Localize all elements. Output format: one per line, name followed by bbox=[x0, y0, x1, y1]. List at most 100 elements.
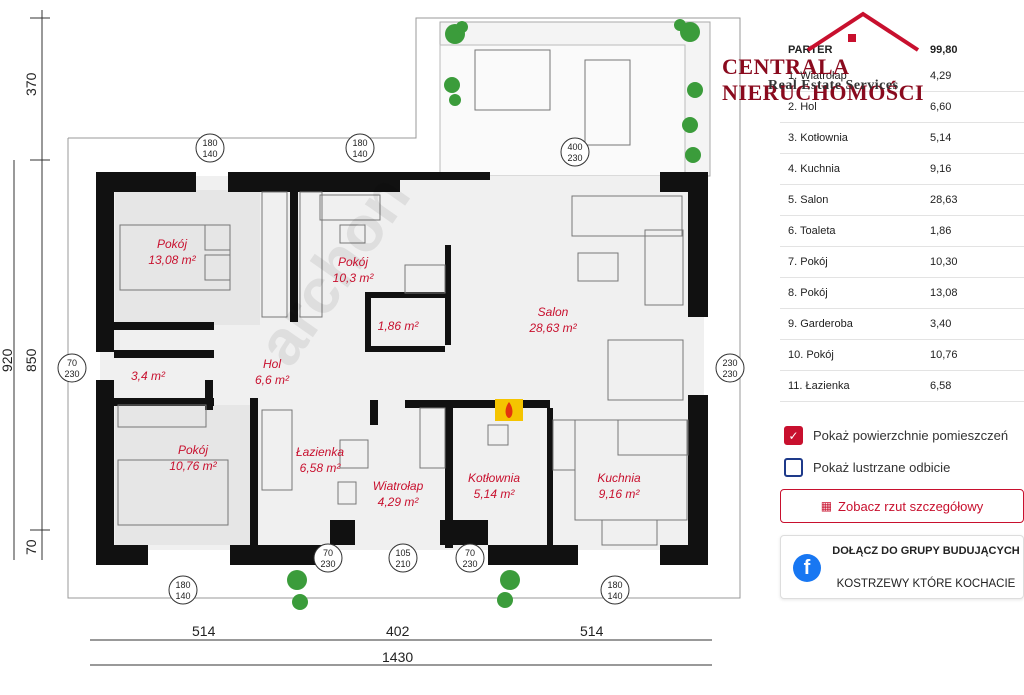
room-name: Kuchnia bbox=[597, 471, 641, 485]
opening-top: 400 bbox=[567, 142, 582, 152]
detail-plan-button[interactable]: ▦ Zobacz rzut szczegółowy bbox=[780, 489, 1024, 523]
room-cell: 1. Wiatrołap bbox=[788, 70, 847, 82]
floor-plan: archon Pokój 13,08 m² Pokój 10,3 m² 1,86… bbox=[0, 10, 745, 666]
facebook-subtitle: KOSTRZEWY KTÓRE KOCHACIE bbox=[836, 578, 1016, 590]
walls bbox=[96, 172, 708, 565]
header-value: 99,80 bbox=[930, 44, 958, 56]
area-cell: 6,58 bbox=[930, 380, 952, 392]
opening-top: 70 bbox=[67, 358, 77, 368]
room-cell: 4. Kuchnia bbox=[788, 163, 840, 175]
opening-bottom: 230 bbox=[320, 559, 335, 569]
house-roof-icon bbox=[806, 11, 920, 52]
area-cell: 10,30 bbox=[930, 256, 958, 268]
room-cell: 7. Pokój bbox=[788, 256, 828, 268]
room-cell: 10. Pokój bbox=[788, 349, 834, 361]
room-name: Pokój bbox=[157, 237, 187, 251]
area-cell: 4,29 bbox=[930, 70, 952, 82]
opening-top: 180 bbox=[607, 580, 622, 590]
checkbox-icon[interactable] bbox=[784, 458, 803, 477]
room-cell: 2. Hol bbox=[788, 101, 817, 113]
logo-subtitle: Real Estate Services bbox=[768, 78, 899, 93]
opening-bottom: 140 bbox=[607, 591, 622, 601]
facebook-title: DOŁĄCZ DO GRUPY BUDUJĄCYCH bbox=[832, 545, 1020, 557]
table-row: 3. Kotłownia 5,14 bbox=[780, 123, 1024, 154]
floorplan-icon: ▦ bbox=[820, 499, 833, 513]
opening-bottom: 140 bbox=[202, 149, 217, 159]
show-area-checkbox[interactable]: ✓ Pokaż powierzchnie pomieszczeń bbox=[784, 426, 1008, 445]
room-cell: 6. Toaleta bbox=[788, 225, 836, 237]
dim-left-top: 370 bbox=[23, 72, 39, 96]
room-name: Łazienka bbox=[296, 445, 344, 459]
opening-top: 70 bbox=[465, 548, 475, 558]
table-row: 4. Kuchnia 9,16 bbox=[780, 154, 1024, 185]
table-row: 8. Pokój 13,08 bbox=[780, 278, 1024, 309]
opening-top: 180 bbox=[202, 138, 217, 148]
room-area: 9,16 m² bbox=[599, 487, 641, 501]
room-area: 3,4 m² bbox=[131, 369, 166, 383]
room-area: 6,58 m² bbox=[300, 461, 342, 475]
logo-brand: CENTRALA NIERUCHOMOŚCI bbox=[722, 54, 925, 105]
checkmark-icon[interactable]: ✓ bbox=[784, 426, 803, 445]
room-name: Pokój bbox=[178, 443, 208, 457]
dim-bottom-514b: 514 bbox=[580, 623, 604, 639]
show-area-label: Pokaż powierzchnie pomieszczeń bbox=[813, 428, 1009, 443]
opening-top: 180 bbox=[175, 580, 190, 590]
room-name: Kotłownia bbox=[468, 471, 520, 485]
room-cell: 11. Łazienka bbox=[788, 380, 850, 392]
room-name: Pokój bbox=[338, 255, 368, 269]
room-area: 13,08 m² bbox=[148, 253, 196, 267]
agency-logo: CENTRALA NIERUCHOMOŚCI Real Estate Servi… bbox=[722, 10, 1024, 105]
room-area: 10,3 m² bbox=[333, 271, 375, 285]
mirror-checkbox[interactable]: Pokaż lustrzane odbicie bbox=[784, 458, 950, 477]
room-cell: 3. Kotłownia bbox=[788, 132, 848, 144]
dim-left-70: 70 bbox=[23, 539, 39, 555]
dim-bottom-514a: 514 bbox=[192, 623, 216, 639]
mirror-label: Pokaż lustrzane odbicie bbox=[813, 460, 951, 475]
table-row: 6. Toaleta 1,86 bbox=[780, 216, 1024, 247]
opening-top: 70 bbox=[323, 548, 333, 558]
opening-bottom: 140 bbox=[175, 591, 190, 601]
opening-top: 180 bbox=[352, 138, 367, 148]
table-row: 11. Łazienka 6,58 bbox=[780, 371, 1024, 402]
opening-top: 230 bbox=[722, 358, 737, 368]
room-area: 5,14 m² bbox=[474, 487, 516, 501]
area-cell: 3,40 bbox=[930, 318, 952, 330]
room-name: Salon bbox=[538, 305, 569, 319]
area-cell: 6,60 bbox=[930, 101, 952, 113]
room-name: Hol bbox=[263, 357, 281, 371]
table-row: 2. Hol 6,60 bbox=[780, 92, 1024, 123]
table-row: 9. Garderoba 3,40 bbox=[780, 309, 1024, 340]
detail-plan-label: Zobacz rzut szczegółowy bbox=[838, 498, 984, 514]
area-cell: 13,08 bbox=[930, 287, 958, 299]
area-cell: 10,76 bbox=[930, 349, 958, 361]
area-cell: 1,86 bbox=[930, 225, 952, 237]
table-row: 1. Wiatrołap 4,29 bbox=[780, 61, 1024, 92]
facebook-icon: f bbox=[793, 554, 821, 582]
table-row: 7. Pokój 10,30 bbox=[780, 247, 1024, 278]
opening-bottom: 230 bbox=[567, 153, 582, 163]
area-cell: 9,16 bbox=[930, 163, 952, 175]
table-row: 5. Salon 28,63 bbox=[780, 185, 1024, 216]
opening-bottom: 230 bbox=[462, 559, 477, 569]
dim-left-920: 920 bbox=[0, 348, 15, 372]
room-area: 10,76 m² bbox=[169, 459, 217, 473]
opening-top: 105 bbox=[395, 548, 410, 558]
opening-bottom: 230 bbox=[64, 369, 79, 379]
room-cell: 9. Garderoba bbox=[788, 318, 853, 330]
room-cell: 8. Pokój bbox=[788, 287, 828, 299]
room-name: Wiatrołap bbox=[373, 479, 424, 493]
area-cell: 28,63 bbox=[930, 194, 958, 206]
opening-bottom: 140 bbox=[352, 149, 367, 159]
room-cell: 5. Salon bbox=[788, 194, 829, 206]
room-area: 1,86 m² bbox=[378, 319, 420, 333]
room-area: 28,63 m² bbox=[528, 321, 577, 335]
opening-bottom: 230 bbox=[722, 369, 737, 379]
area-cell: 5,14 bbox=[930, 132, 952, 144]
opening-bottom: 210 bbox=[395, 559, 410, 569]
room-area: 4,29 m² bbox=[378, 495, 420, 509]
dim-left-850: 850 bbox=[23, 348, 39, 372]
room-area: 6,6 m² bbox=[255, 373, 290, 387]
dim-bottom-1430: 1430 bbox=[382, 649, 413, 665]
facebook-group-card[interactable]: f DOŁĄCZ DO GRUPY BUDUJĄCYCH KOSTRZEWY K… bbox=[780, 535, 1024, 599]
dim-bottom-402: 402 bbox=[386, 623, 410, 639]
